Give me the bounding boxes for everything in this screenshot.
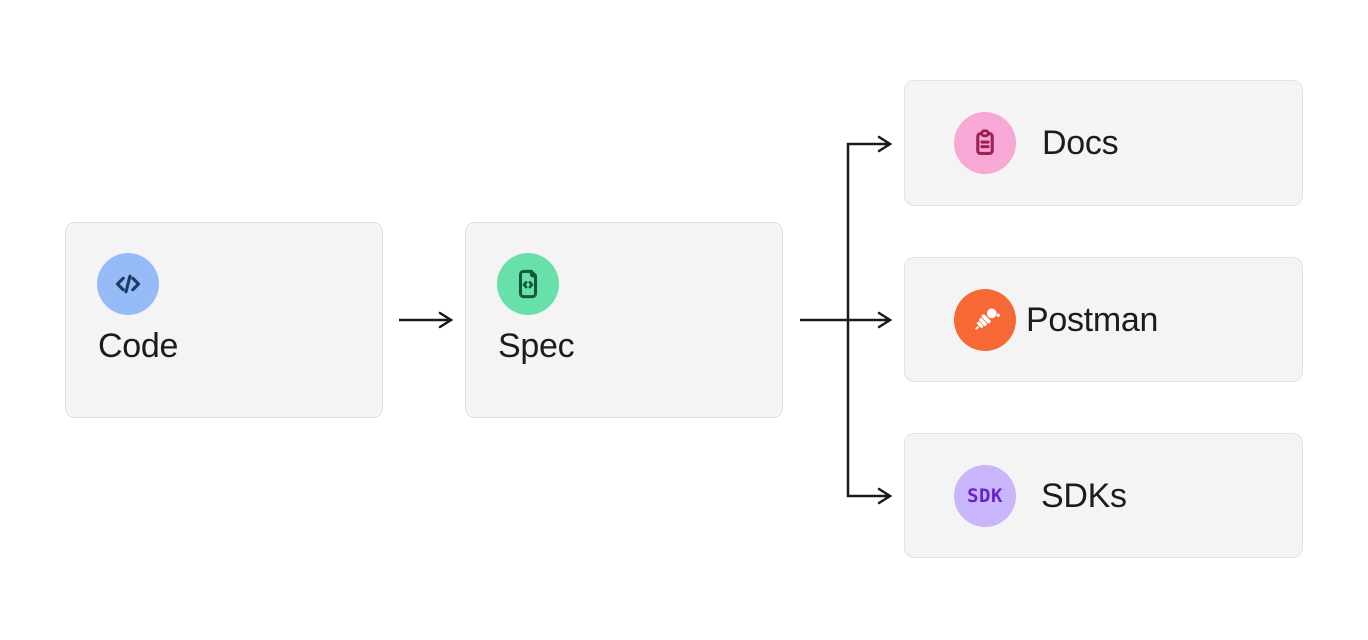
node-postman: Postman <box>904 257 1303 382</box>
arrowhead-postman <box>877 311 893 329</box>
node-sdks: SDK SDKs <box>904 433 1303 558</box>
node-spec-label: Spec <box>498 327 575 365</box>
node-postman-label: Postman <box>1026 300 1159 339</box>
arrowhead-sdks <box>877 487 893 505</box>
arrowhead-spec <box>438 311 454 329</box>
node-code: Code <box>65 222 383 418</box>
edge-branch-trunk <box>846 142 888 498</box>
sdk-badge-icon: SDK <box>954 464 1016 527</box>
code-brackets-icon <box>97 253 159 315</box>
postman-logo-icon <box>954 288 1016 351</box>
node-sdks-label: SDKs <box>1041 476 1127 515</box>
node-docs-label: Docs <box>1042 124 1119 162</box>
spec-file-icon <box>497 253 559 315</box>
node-code-label: Code <box>98 327 179 365</box>
arrowhead-docs <box>877 135 893 153</box>
sdk-badge-text: SDK <box>967 484 1003 507</box>
clipboard-icon <box>954 112 1016 174</box>
node-docs: Docs <box>904 80 1303 206</box>
node-spec: Spec <box>465 222 783 418</box>
